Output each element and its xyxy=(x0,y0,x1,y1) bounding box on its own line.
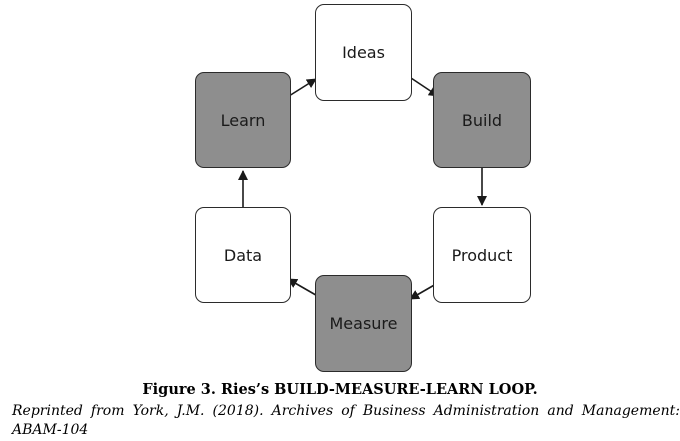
node-build: Build xyxy=(433,72,531,168)
figure-caption: Figure 3. Ries’s BUILD-MEASURE-LEARN LOO… xyxy=(142,381,538,398)
build-measure-learn-diagram: Ideas Build Product Measure Data Learn xyxy=(195,4,531,372)
node-data-label: Data xyxy=(223,245,263,265)
figure-source: Reprinted from York, J.M. (2018). Archiv… xyxy=(12,403,680,438)
node-measure-label: Measure xyxy=(329,314,398,333)
node-data: Data xyxy=(195,207,291,303)
node-product: Product xyxy=(433,207,531,303)
node-build-label: Build xyxy=(461,110,503,130)
node-product-label: Product xyxy=(451,245,513,265)
node-ideas-label: Ideas xyxy=(342,43,385,62)
node-learn-label: Learn xyxy=(220,110,266,130)
node-measure: Measure xyxy=(315,275,412,372)
arrow-learn-ideas xyxy=(288,78,317,97)
node-ideas: Ideas xyxy=(315,4,412,101)
node-learn: Learn xyxy=(195,72,291,168)
